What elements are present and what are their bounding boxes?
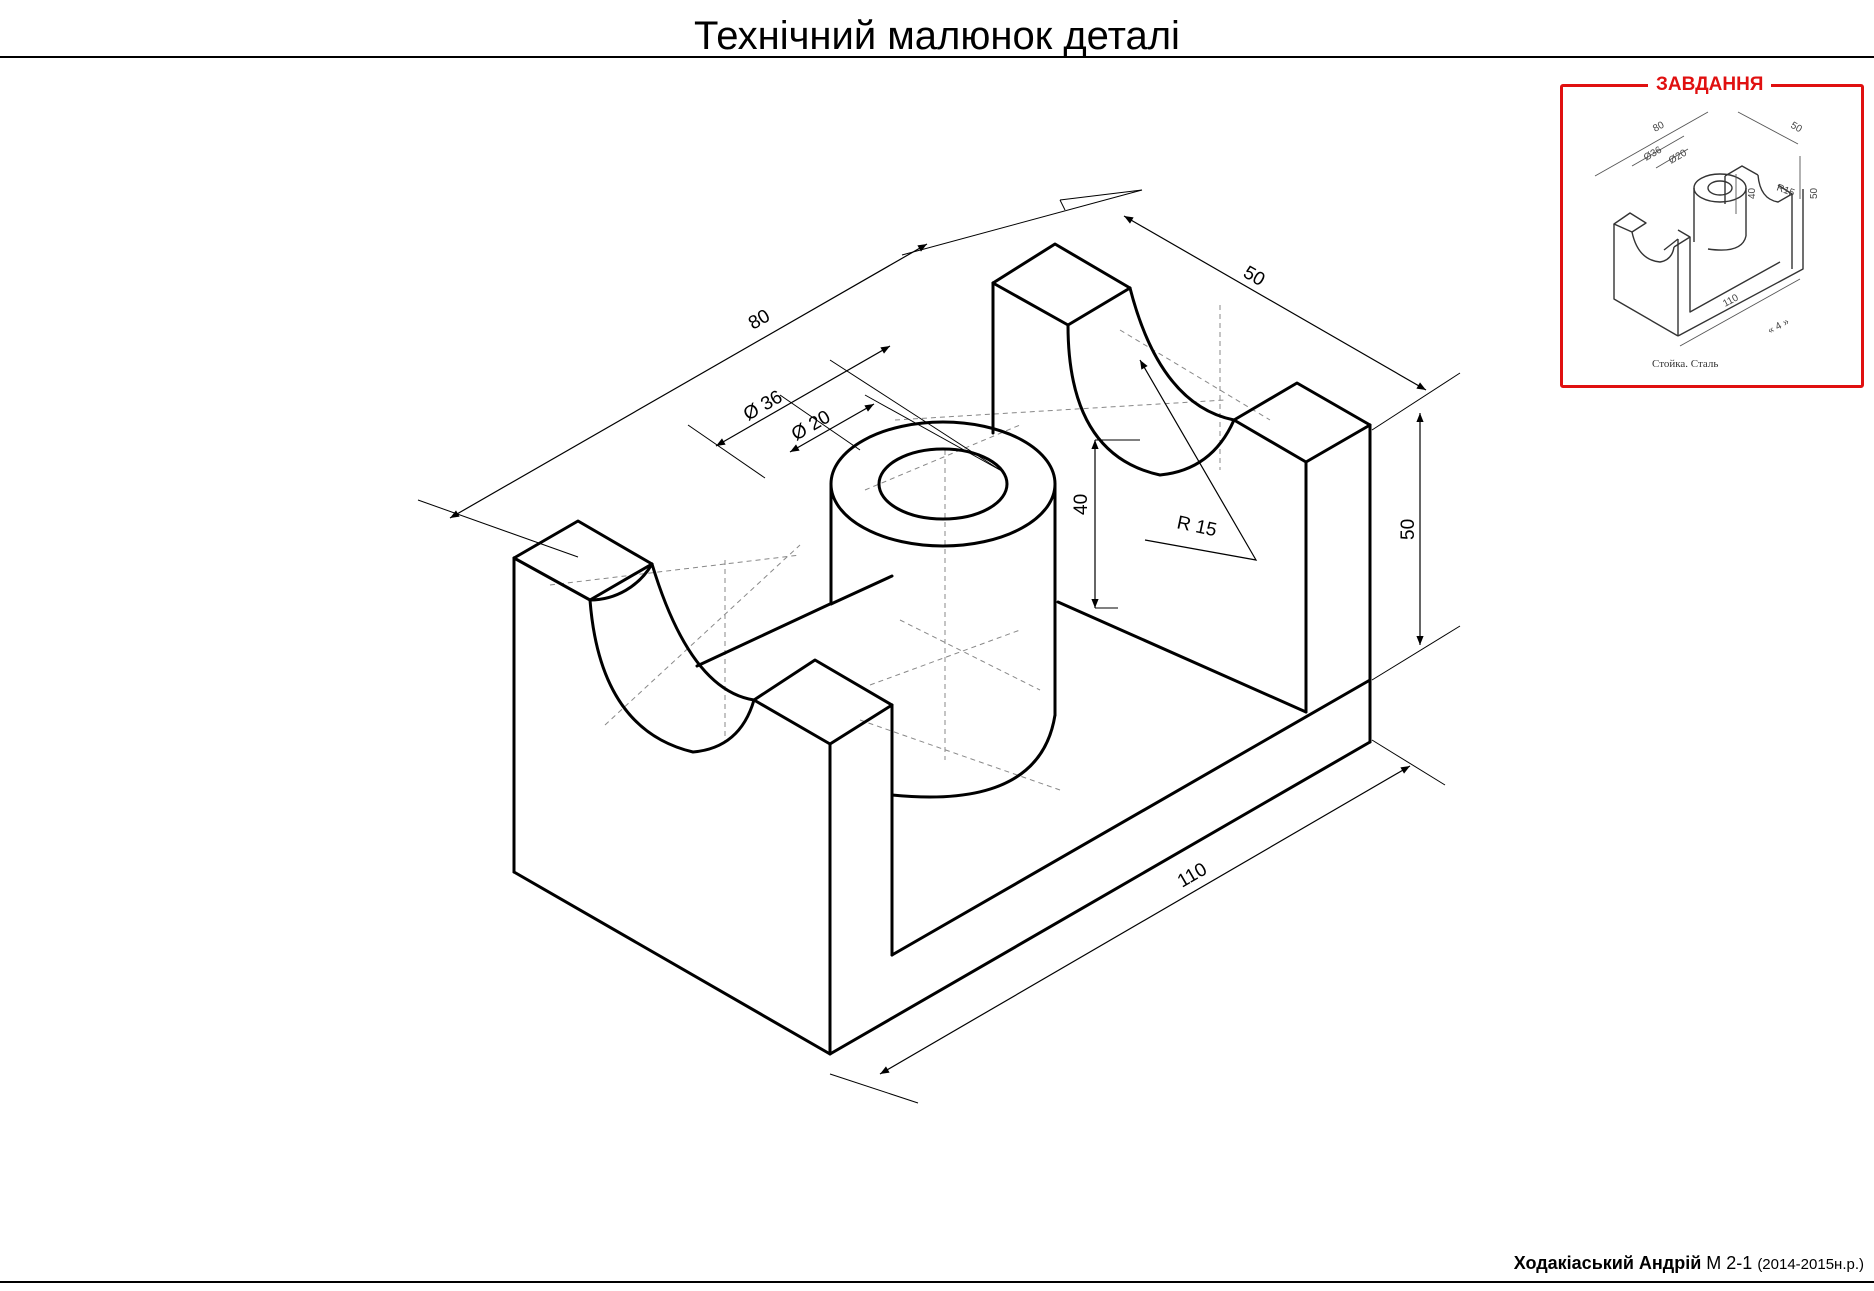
extension-lines <box>417 189 1461 1104</box>
dim-40-label: 40 <box>1071 494 1092 515</box>
author-year: (2014-2015н.р.) <box>1757 1256 1864 1273</box>
task-number: « 4 » <box>1766 316 1791 336</box>
dim-50-line <box>1123 215 1427 391</box>
task-label: ЗАВДАННЯ <box>1648 74 1772 96</box>
dim-50h-label: 50 <box>1398 519 1419 540</box>
task-dim-50: 50 <box>1789 120 1805 135</box>
page-title: Технічний малюнок деталі <box>694 14 1180 58</box>
task-dim-50h: 50 <box>1809 187 1820 199</box>
task-thumbnail: 80 50 50 Ø36 Ø20 40 R15 110 « 4 » Стойка… <box>1594 111 1820 370</box>
title-underline <box>0 56 1874 58</box>
dim-50-label: 50 <box>1240 262 1269 291</box>
part-outline <box>512 242 1372 1056</box>
footer-rule <box>0 1281 1874 1283</box>
dim-80-label: 80 <box>745 306 774 335</box>
dim-r15-line <box>1139 359 1258 561</box>
task-caption: Стойка. Сталь <box>1652 358 1718 370</box>
dim-r15-label: R 15 <box>1175 512 1219 541</box>
dim-110-label: 110 <box>1174 859 1211 892</box>
dim-110-line <box>879 765 1411 1075</box>
task-dim-80: 80 <box>1651 120 1666 135</box>
dim-80-line <box>449 243 928 519</box>
task-dim-40: 40 <box>1747 187 1758 199</box>
task-dim-110: 110 <box>1721 292 1741 309</box>
dim-36-line <box>715 345 891 447</box>
hidden-lines <box>549 305 1271 791</box>
dimension-lines <box>449 215 1427 1075</box>
author-name: Ходакіаський Андрій <box>1513 1253 1702 1273</box>
dim-20-line <box>789 403 875 453</box>
task-dim-r15: R15 <box>1775 182 1796 199</box>
author-group: М 2-1 <box>1706 1253 1753 1273</box>
author-footer: Ходакіаський Андрій М 2-1 (2014-2015н.р.… <box>1514 1252 1864 1276</box>
